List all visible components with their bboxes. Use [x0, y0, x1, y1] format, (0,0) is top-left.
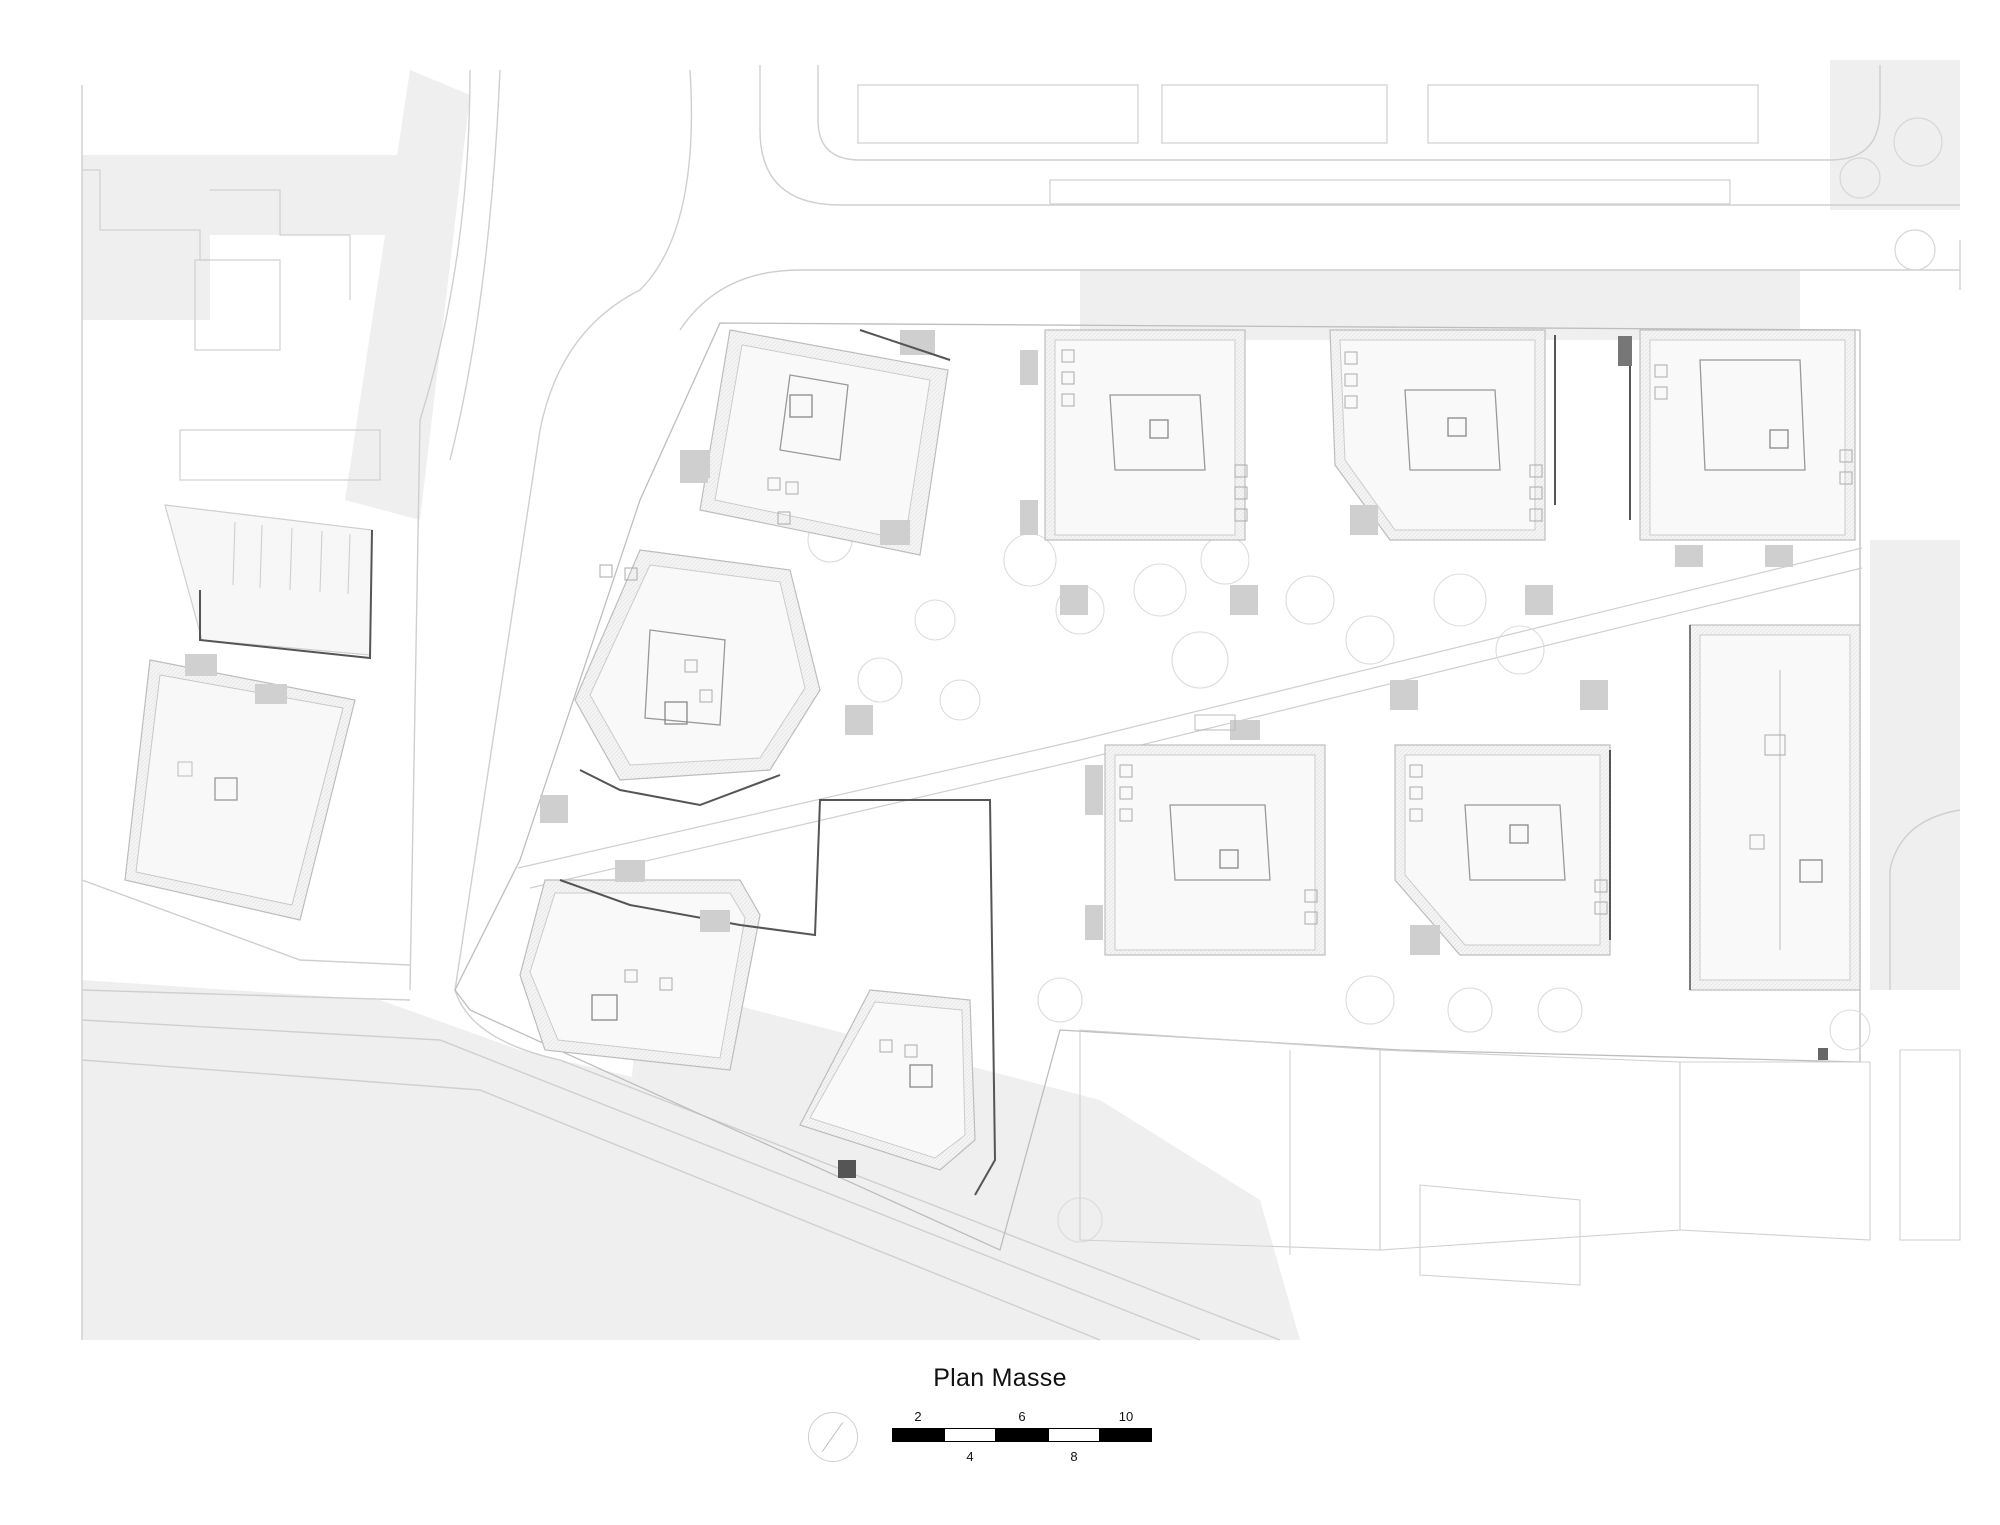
scale-label-top-1: 2: [914, 1409, 922, 1424]
context-shadows: [82, 60, 1960, 1340]
building-left: [124, 504, 373, 921]
building-h: [1689, 624, 1861, 1060]
building-g: [1390, 680, 1611, 956]
building-f: [1085, 714, 1326, 956]
building-j: [799, 799, 997, 1196]
building-i: [519, 799, 920, 1071]
building-e: [1618, 329, 1856, 567]
central-path: [517, 547, 1863, 889]
building-d: [1329, 329, 1556, 615]
street-trees: [1839, 117, 1943, 271]
parking-strip-top: [857, 84, 1759, 205]
scale-bar-icon: [892, 1428, 1152, 1442]
context-buildings-left: [82, 169, 381, 481]
scale-label-top-2: 6: [1018, 1409, 1026, 1424]
roads: [81, 65, 1961, 1341]
building-a: [680, 329, 951, 556]
scale-label-bottom-2: 8: [1070, 1449, 1078, 1464]
building-b: [540, 455, 873, 823]
plan-title: Plan Masse: [933, 1364, 1067, 1392]
scale-label-top-3: 10: [1118, 1409, 1134, 1424]
context-buildings-bottom: [1079, 1029, 1961, 1286]
north-arrow-icon: [808, 1412, 858, 1462]
building-c: [1020, 329, 1258, 615]
scale-label-bottom-1: 4: [966, 1449, 974, 1464]
